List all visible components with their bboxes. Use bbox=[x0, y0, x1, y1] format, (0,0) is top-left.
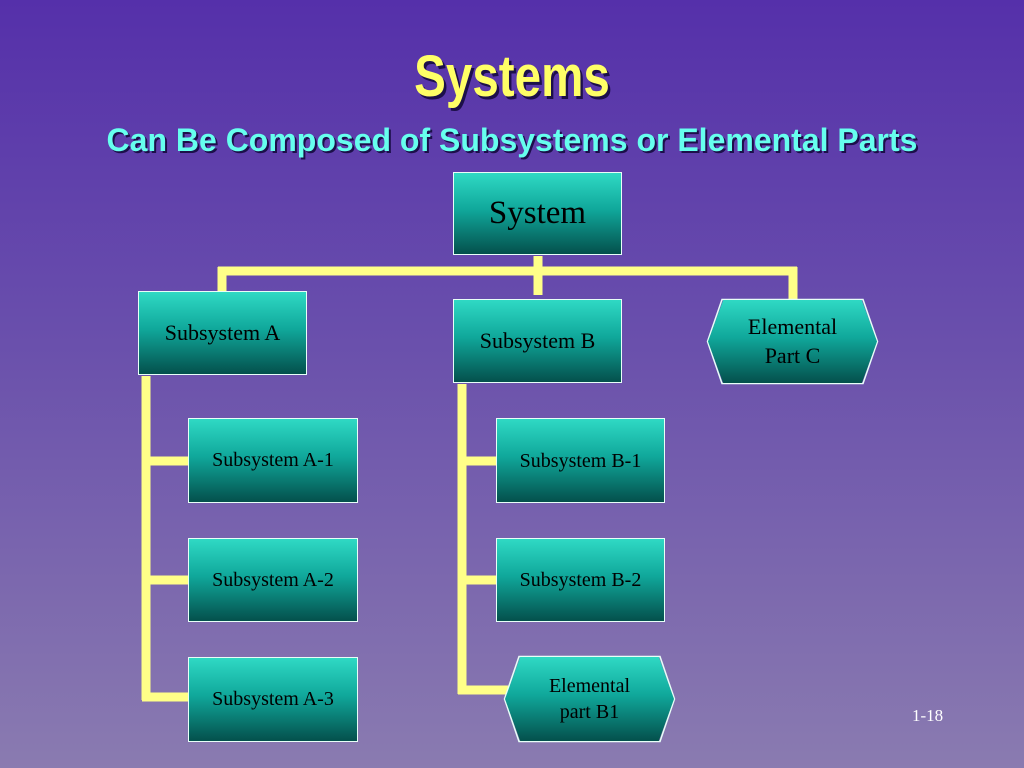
node-subsystem-b-2-label: Subsystem B-2 bbox=[519, 568, 642, 591]
node-subsystem-a-2: Subsystem A-2 bbox=[188, 538, 358, 622]
node-system: System bbox=[453, 172, 622, 255]
node-subsystem-b-label: Subsystem B bbox=[479, 328, 596, 354]
slide-title: Systems bbox=[414, 44, 610, 109]
node-subsystem-b-1-label: Subsystem B-1 bbox=[519, 450, 642, 472]
node-subsystem-a-label: Subsystem A bbox=[164, 320, 281, 346]
page-number: 1-18 bbox=[912, 706, 944, 725]
node-subsystem-b-1: Subsystem B-1 bbox=[496, 418, 665, 503]
node-system-label: System bbox=[488, 194, 587, 231]
node-subsystem-a: Subsystem A bbox=[138, 291, 307, 375]
node-subsystem-a-1-label: Subsystem A-1 bbox=[212, 449, 334, 471]
node-elemental-part-b1: Elemental part B1 bbox=[505, 657, 674, 741]
node-subsystem-b: Subsystem B bbox=[453, 299, 622, 383]
slide-subtitle: Can Be Composed of Subsystems or Element… bbox=[106, 122, 918, 158]
node-subsystem-a-3-label: Subsystem A-3 bbox=[212, 688, 334, 710]
node-elemental-part-b1-label: Elemental part B1 bbox=[548, 675, 631, 723]
node-elemental-part-c-outline bbox=[706, 298, 879, 385]
node-elemental-part-b1-outline bbox=[503, 655, 676, 743]
node-subsystem-b-2: Subsystem B-2 bbox=[496, 538, 665, 622]
node-subsystem-a-1: Subsystem A-1 bbox=[188, 418, 358, 503]
node-elemental-part-c: Elemental Part C bbox=[708, 300, 877, 383]
node-subsystem-a-2-label: Subsystem A-2 bbox=[212, 568, 334, 591]
node-elemental-part-c-label: Elemental Part C bbox=[747, 313, 838, 368]
node-subsystem-a-3: Subsystem A-3 bbox=[188, 657, 358, 742]
